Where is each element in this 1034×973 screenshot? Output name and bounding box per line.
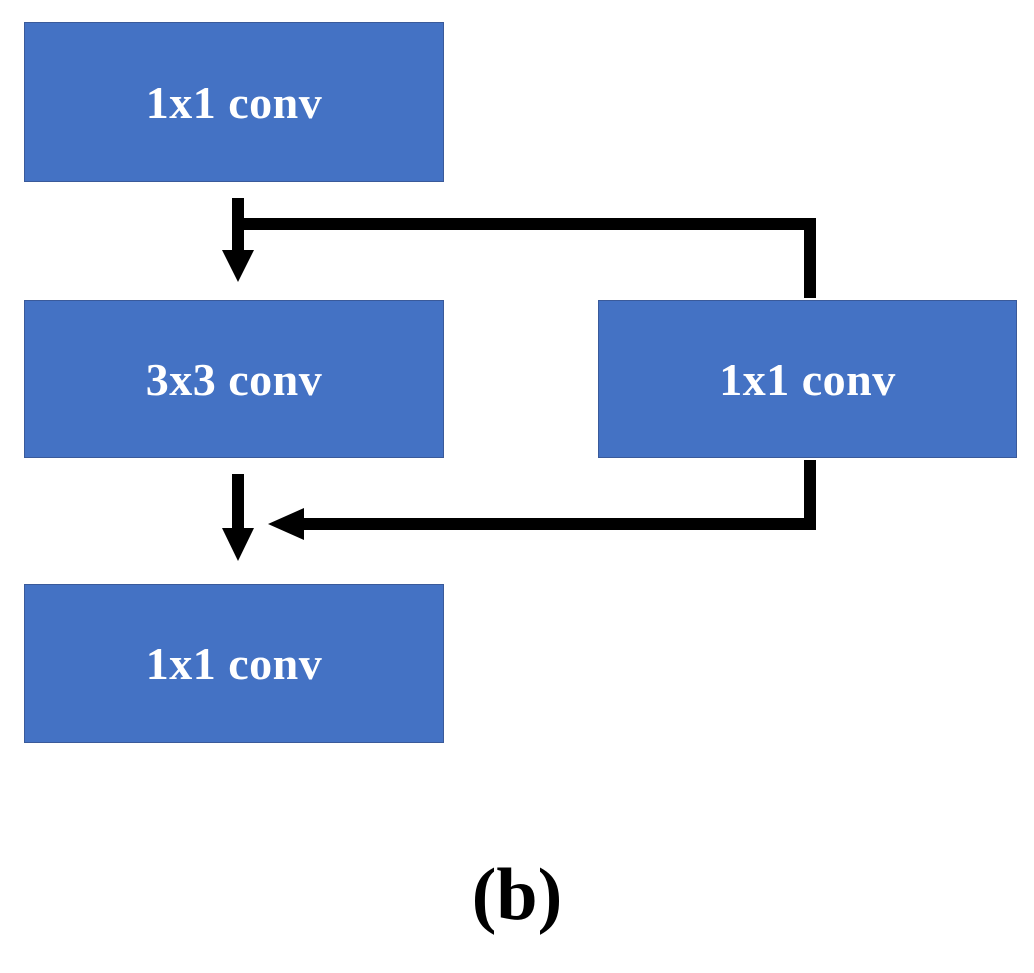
side-branch-upper-connector xyxy=(232,218,816,298)
side-branch-lower-line xyxy=(294,460,816,530)
conv-block-top: 1x1 conv xyxy=(24,22,444,182)
conv-block-bottom-label: 1x1 conv xyxy=(145,638,323,689)
arrowhead-down-icon xyxy=(222,528,254,561)
conv-block-side-label: 1x1 conv xyxy=(719,353,896,405)
conv-block-bottom: 1x1 conv xyxy=(24,584,444,743)
conv-block-middle: 3x3 conv xyxy=(24,300,444,458)
conv-block-top-label: 1x1 conv xyxy=(145,76,323,128)
conv-block-side: 1x1 conv xyxy=(598,300,1017,458)
arrowhead-left-icon xyxy=(268,508,304,540)
arrow-top-to-middle xyxy=(222,198,254,282)
conv-block-middle-label: 3x3 conv xyxy=(145,353,323,405)
arrow-middle-to-bottom xyxy=(222,474,254,561)
subfigure-caption: (b) xyxy=(471,854,563,936)
arrowhead-down-icon xyxy=(222,250,254,282)
side-branch-lower-connector xyxy=(268,460,816,540)
